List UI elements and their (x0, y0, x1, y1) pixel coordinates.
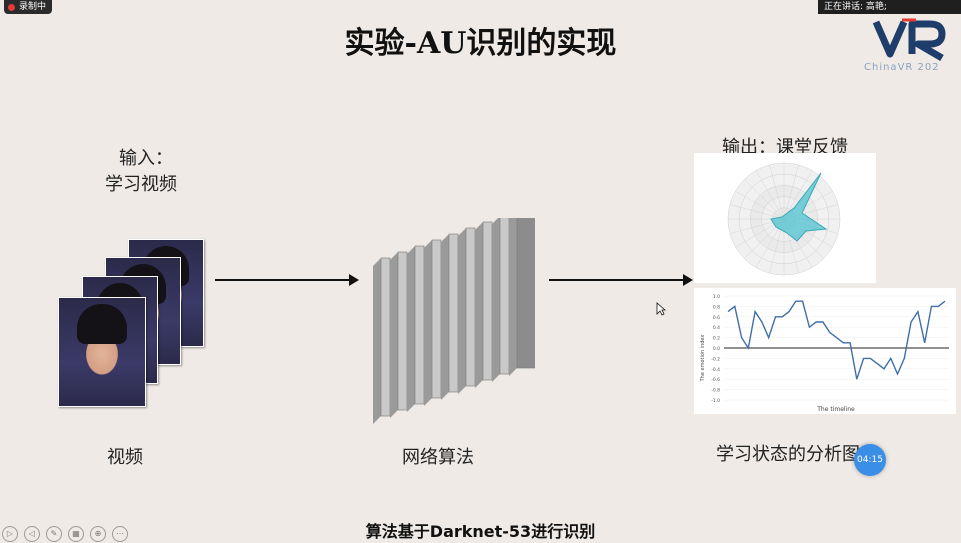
network-layer-stack (373, 218, 535, 424)
y-tick-label: -0.4 (711, 367, 720, 373)
line-chart-panel: The emotion index The timeline 1.0 0.8 0.6… (694, 288, 956, 414)
arrow-network-to-output (549, 274, 693, 286)
network-layer (380, 257, 391, 417)
recording-label: 录制中 (19, 2, 47, 12)
y-tick-label: 1.0 (713, 294, 720, 300)
analysis-label: 学习状态的分析图表 (716, 444, 878, 465)
radar-chart (727, 162, 841, 276)
network-layer-side (407, 246, 415, 412)
emotion-line-chart: The emotion index The timeline 1.0 0.8 0.6… (700, 294, 949, 413)
emotion-series-line (727, 300, 946, 380)
footer-note: 算法基于Darknet-53进行识别 (365, 522, 596, 541)
network-layer (482, 221, 493, 381)
y-tick-label: -0.2 (711, 356, 720, 362)
y-tick-label: 0.8 (713, 304, 720, 310)
prev-icon[interactable]: ◁ (24, 526, 40, 542)
output-label: 输出：课堂反馈 (722, 137, 848, 158)
network-layer-side (475, 222, 483, 388)
input-label: 输入： 学习视频 (105, 146, 177, 198)
network-layer-side (441, 234, 449, 400)
x-axis-label: The timeline (816, 406, 855, 413)
y-tick-label: -0.6 (711, 377, 720, 383)
record-icon (8, 3, 15, 11)
y-axis-label: The emotion index (700, 335, 706, 383)
network-layer (431, 239, 442, 399)
cursor-icon (656, 302, 666, 316)
y-tick-label: 0.6 (713, 315, 720, 321)
network-layer-side (390, 252, 398, 418)
network-layer (448, 233, 459, 393)
arrow-video-to-network (215, 274, 359, 286)
input-label-line1: 输入： (119, 148, 173, 169)
speaking-indicator: 正在讲话: 高艳; (818, 0, 961, 14)
network-layer (499, 218, 510, 375)
network-layer (414, 245, 425, 405)
network-layer-side (373, 258, 381, 424)
radar-chart-panel (694, 153, 876, 283)
timer-bubble[interactable]: 04:15 (854, 444, 886, 476)
recording-badge[interactable]: 录制中 (4, 0, 53, 14)
radar-spoke (755, 170, 785, 220)
network-layer-side (424, 240, 432, 406)
logo-text: ChinaVR 202 (864, 62, 940, 73)
network-layer (465, 227, 476, 387)
radar-spoke (729, 204, 785, 220)
network-layer (397, 251, 408, 411)
zoom-icon[interactable]: ⊕ (90, 526, 106, 542)
radar-spoke (783, 164, 799, 220)
network-layers-diagram (373, 218, 535, 424)
radar-spoke (744, 179, 785, 220)
radar-series-area (770, 172, 828, 242)
chinavr-logo (872, 18, 946, 62)
video-frame (58, 297, 146, 407)
y-tick-label: -0.8 (711, 388, 720, 394)
y-tick-label: 0.4 (713, 325, 720, 331)
play-icon[interactable]: ▷ (2, 526, 18, 542)
radar-spoke (735, 190, 785, 220)
pen-icon[interactable]: ✎ (46, 526, 62, 542)
network-label: 网络算法 (402, 447, 474, 468)
y-tick-label: 0.0 (713, 346, 720, 352)
radar-spoke (769, 164, 785, 220)
slide-title: 实验-AU识别的实现 (344, 26, 617, 61)
presentation-toolbar: ▷ ◁ ✎ ▦ ⊕ ⋯ (2, 526, 128, 542)
video-label: 视频 (107, 447, 143, 468)
radar-spoke (783, 170, 813, 220)
more-icon[interactable]: ⋯ (112, 526, 128, 542)
network-layer-side (492, 218, 500, 382)
network-layer (516, 218, 535, 369)
input-label-line2: 学习视频 (105, 174, 177, 195)
grid-icon[interactable]: ▦ (68, 526, 84, 542)
y-tick-label: -1.0 (711, 398, 720, 404)
y-tick-label: 0.2 (713, 336, 720, 342)
network-layer-side (458, 228, 466, 394)
network-layer-side (509, 218, 517, 376)
